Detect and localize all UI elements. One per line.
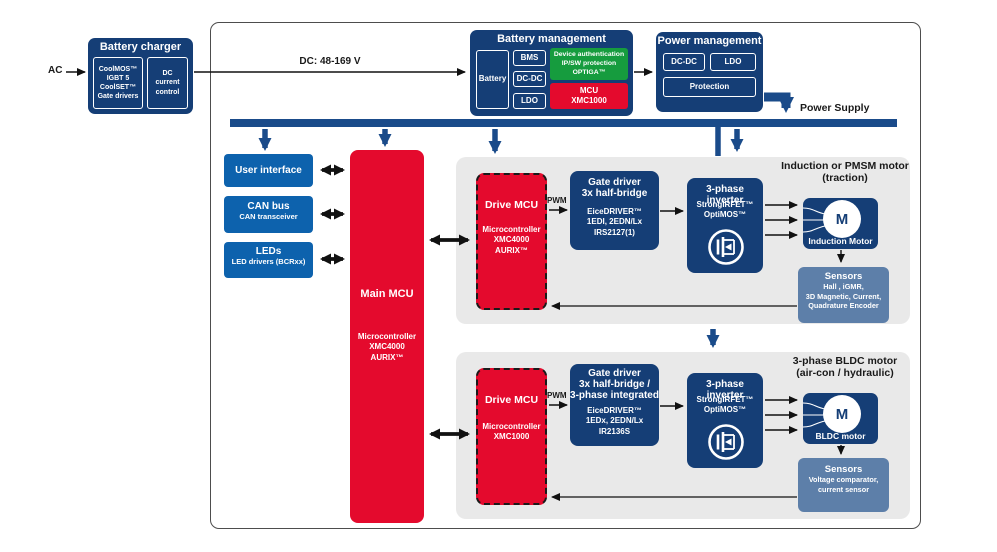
gate-driver2-title: Gate driver 3x half-bridge / 3-phase int… xyxy=(570,368,659,401)
sensors2-title: Sensors xyxy=(824,464,863,475)
battery-charger-title: Battery charger xyxy=(99,41,182,53)
ac-label: AC xyxy=(48,65,63,76)
motor1-name: Induction Motor xyxy=(808,236,873,246)
motor1-m-label: M xyxy=(835,210,849,228)
gate-driver1-title: Gate driver 3x half-bridge xyxy=(581,177,648,199)
pwm-label-2: PWM xyxy=(547,391,567,400)
motor-winding-lines xyxy=(803,207,826,233)
power-management-box: Power management DC-DC LDO Protection xyxy=(656,32,763,112)
battery-management-title: Battery management xyxy=(497,33,606,45)
dcdc-item: DC-DC xyxy=(513,71,546,87)
power-supply-label: Power Supply xyxy=(800,102,870,114)
motor2-m-label: M xyxy=(835,405,849,423)
main-mcu-box: Main MCU Microcontroller XMC4000 AURIX™ xyxy=(350,150,424,523)
gate-driver1-parts: EiceDRIVER™ 1EDI, 2EDN/Lx IRS2127(1) xyxy=(586,207,643,237)
can-transceiver-label: CAN transceiver xyxy=(239,212,298,221)
mosfet-icon xyxy=(708,229,744,265)
inverter2-parts: StrongIRFET™ OptiMOS™ xyxy=(696,395,754,415)
drive-mcu1-subtitle: Microcontroller XMC4000 AURIX™ xyxy=(482,225,541,255)
inverter2-title: 3-phase inverter xyxy=(706,379,744,401)
user-interface-label: User interface xyxy=(235,165,302,176)
power-management-title: Power management xyxy=(657,35,762,47)
drive-mcu2-subtitle: Microcontroller XMC1000 xyxy=(482,422,541,442)
leds-label: LEDs xyxy=(255,246,282,257)
main-mcu-subtitle: Microcontroller XMC4000 AURIX™ xyxy=(357,332,417,362)
protection-item: Protection xyxy=(663,77,756,97)
dc-current-control-item: DC current control xyxy=(147,57,188,109)
motor-winding-lines xyxy=(803,402,826,428)
main-mcu-title: Main MCU xyxy=(360,288,414,300)
sensors1-title: Sensors xyxy=(824,271,863,282)
ldo-item: LDO xyxy=(513,93,546,109)
drive-mcu2-box: Drive MCU Microcontroller XMC1000 xyxy=(476,368,547,505)
sensors2-items: Voltage comparator, current sensor xyxy=(808,475,879,494)
battery-management-box: Battery management Battery BMS DC-DC LDO… xyxy=(470,30,633,116)
pwm-label-1: PWM xyxy=(547,196,567,205)
coolmos-igbt-coolset-item: CoolMOS™ IGBT 5 CoolSET™ Gate drivers xyxy=(93,57,143,109)
sensors1-items: Hall , iGMR, 3D Magnetic, Current, Quadr… xyxy=(805,282,882,311)
battery-item: Battery xyxy=(476,50,509,109)
leds-box: LEDs LED drivers (BCRxx) xyxy=(224,242,313,278)
user-interface-box: User interface xyxy=(224,154,313,187)
pm-ldo-item: LDO xyxy=(710,53,756,71)
inverter1-parts: StrongIRFET™ OptiMOS™ xyxy=(696,200,754,220)
motor2-name: BLDC motor xyxy=(815,431,866,441)
inverter1-title: 3-phase inverter xyxy=(706,184,744,206)
sensors2-box: Sensors Voltage comparator, current sens… xyxy=(798,458,889,512)
drive-mcu2-title: Drive MCU xyxy=(484,394,539,406)
motor2-box: M BLDC motor xyxy=(803,393,878,444)
gate-driver2-box: Gate driver 3x half-bridge / 3-phase int… xyxy=(570,364,659,446)
pm-dcdc-item: DC-DC xyxy=(663,53,705,71)
mcu-xmc1000-item: MCU XMC1000 xyxy=(550,83,628,109)
gate-driver1-box: Gate driver 3x half-bridge EiceDRIVER™ 1… xyxy=(570,171,659,250)
can-bus-label: CAN bus xyxy=(247,201,290,212)
motor1-box: M Induction Motor xyxy=(803,198,878,249)
motor1-circle: M xyxy=(823,200,861,238)
motor2-circle: M xyxy=(823,395,861,433)
sensors1-box: Sensors Hall , iGMR, 3D Magnetic, Curren… xyxy=(798,267,889,323)
motor2-heading: 3-phase BLDC motor (air-con / hydraulic) xyxy=(792,355,898,380)
led-drivers-label: LED drivers (BCRxx) xyxy=(231,257,306,266)
inverter1-box: 3-phase inverter StrongIRFET™ OptiMOS™ xyxy=(687,178,763,273)
dc-voltage-label: DC: 48-169 V xyxy=(299,56,361,67)
mosfet-icon xyxy=(708,424,744,460)
drive-mcu1-box: Drive MCU Microcontroller XMC4000 AURIX™ xyxy=(476,173,547,310)
motor1-heading: Induction or PMSM motor (traction) xyxy=(781,160,909,185)
can-bus-box: CAN bus CAN transceiver xyxy=(224,196,313,233)
battery-charger-box: Battery charger CoolMOS™ IGBT 5 CoolSET™… xyxy=(88,38,193,114)
drive-mcu1-title: Drive MCU xyxy=(484,199,539,211)
gate-driver2-parts: EiceDRIVER™ 1EDx, 2EDN/Lx IR2136S xyxy=(585,406,644,436)
device-auth-optiga-item: Device authentication IP/SW protection O… xyxy=(550,48,628,80)
inverter2-box: 3-phase inverter StrongIRFET™ OptiMOS™ xyxy=(687,373,763,468)
diagram-outer-border xyxy=(210,22,921,529)
bms-item: BMS xyxy=(513,50,546,66)
